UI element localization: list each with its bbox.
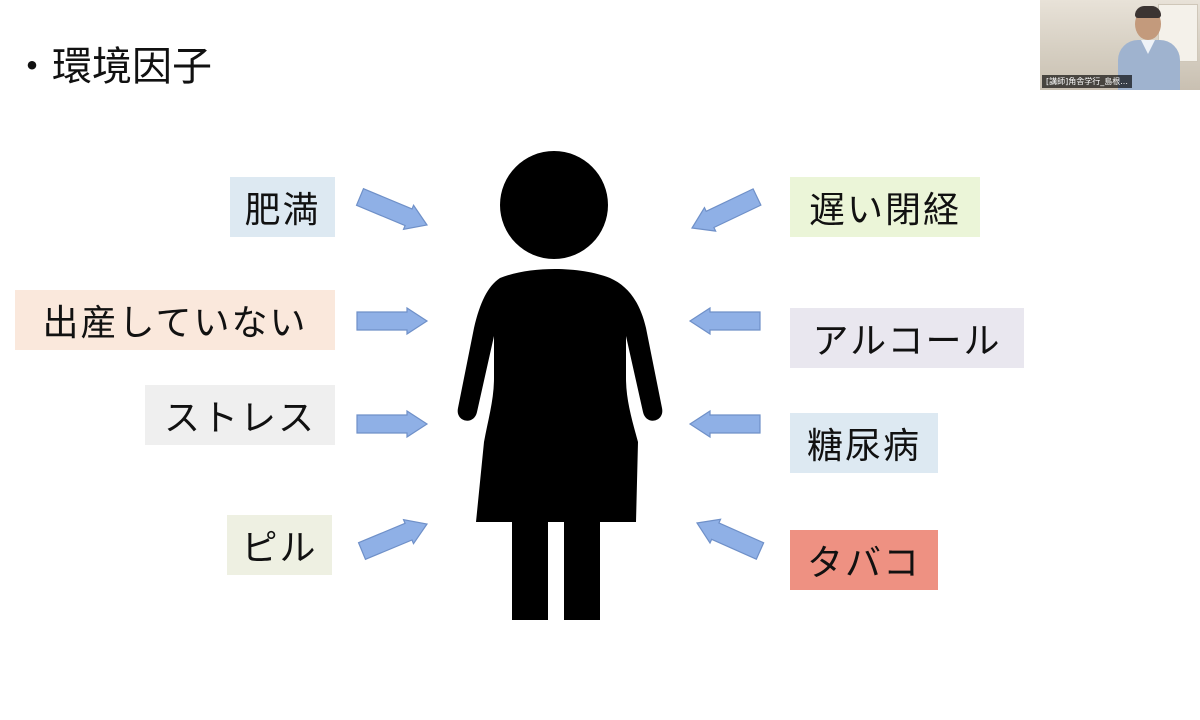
participant-hair xyxy=(1135,6,1161,18)
woman-silhouette-icon xyxy=(457,151,663,620)
factor-text: 肥満 xyxy=(244,190,321,231)
factor-label-late-menopause: 遅い閉経 xyxy=(790,177,980,237)
factor-label-alcohol: アルコール xyxy=(790,308,1024,368)
factor-label-diabetes: 糖尿病 xyxy=(790,413,938,473)
factor-text: アルコール xyxy=(812,321,1002,362)
factor-label-stress: ストレス xyxy=(145,385,335,445)
arrow-obesity-icon xyxy=(355,187,429,231)
participant-video-tile[interactable]: [講師]角舎学行_島根... xyxy=(1040,0,1200,90)
factor-label-obesity: 肥満 xyxy=(230,177,335,237)
arrow-nulliparity-icon xyxy=(356,306,429,336)
slide-title: ・環境因子 xyxy=(12,44,212,90)
arrow-tobacco-icon xyxy=(695,518,765,561)
arrow-pill-icon xyxy=(357,518,429,561)
factor-text: 遅い閉経 xyxy=(808,190,961,231)
participant-name-label: [講師]角舎学行_島根... xyxy=(1042,75,1132,88)
factor-label-nulliparity: 出産していない xyxy=(15,290,335,350)
factor-text: ピル xyxy=(241,528,318,569)
factor-text: 糖尿病 xyxy=(806,426,921,467)
arrow-alcohol-icon xyxy=(688,306,761,336)
factor-label-pill: ピル xyxy=(227,515,332,575)
factor-label-tobacco: タバコ xyxy=(790,530,938,590)
factor-text: ストレス xyxy=(163,398,316,439)
arrow-late-menopause-icon xyxy=(691,188,762,232)
arrow-stress-icon xyxy=(356,409,429,439)
arrow-diabetes-icon xyxy=(688,409,761,439)
factor-text: 出産していない xyxy=(42,303,308,344)
factor-text: タバコ xyxy=(806,543,921,584)
